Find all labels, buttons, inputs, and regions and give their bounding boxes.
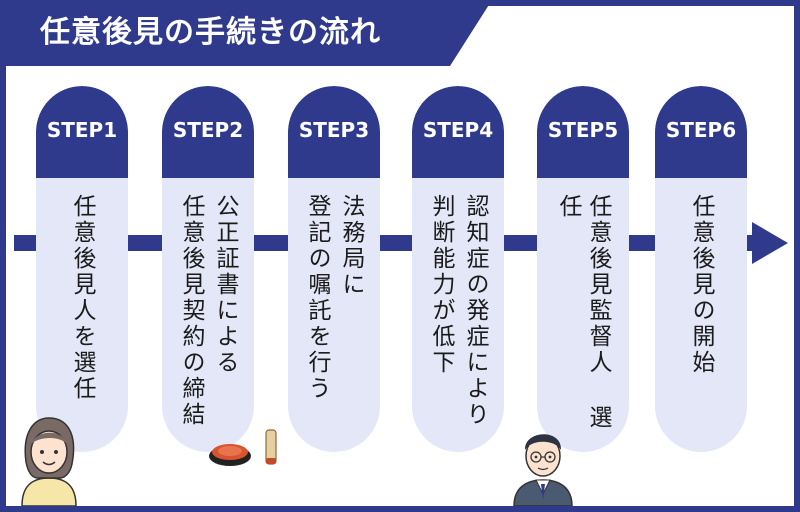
step-header: STEP3 <box>288 86 380 178</box>
step-text-line: 任意後見監督人 選任 <box>555 194 611 431</box>
step-header: STEP2 <box>162 86 254 178</box>
step-description: 法務局に 登記の嘱託を行う <box>288 194 380 444</box>
title-banner-shape <box>0 0 492 66</box>
step-card-3: STEP3 法務局に 登記の嘱託を行う <box>288 86 380 452</box>
step-text-line: 任意後見の開始 <box>688 194 714 376</box>
seal-and-inkpad-icon <box>209 429 277 466</box>
step-label: STEP3 <box>298 118 370 142</box>
title-bar: 任意後見の手続きの流れ <box>0 0 800 66</box>
step-label: STEP4 <box>422 118 494 142</box>
man-avatar-icon <box>513 434 573 506</box>
step-description: 任意後見監督人 選任 <box>537 194 629 444</box>
step-text-line: 任意後見契約の締結 <box>178 194 204 428</box>
step-text-line: 認知症の発症により <box>462 194 488 428</box>
step-header: STEP4 <box>412 86 504 178</box>
step-card-6: STEP6 任意後見の開始 <box>655 86 747 452</box>
step-label: STEP2 <box>172 118 244 142</box>
step-text-line: 任意後見人を選任 <box>69 194 95 402</box>
step-card-1: STEP1 任意後見人を選任 <box>36 86 128 452</box>
step-header: STEP5 <box>537 86 629 178</box>
woman-avatar-icon <box>21 417 77 506</box>
step-card-2: STEP2 公正証書による 任意後見契約の締結 <box>162 86 254 452</box>
step-card-4: STEP4 認知症の発症により 判断能力が低下 <box>412 86 504 452</box>
step-text-line: 公正証書による <box>212 194 238 376</box>
step-description: 任意後見の開始 <box>655 194 747 444</box>
step-header: STEP6 <box>655 86 747 178</box>
step-label: STEP6 <box>665 118 737 142</box>
step-text-line: 法務局に <box>338 194 364 298</box>
step-text-line: 登記の嘱託を行う <box>304 194 330 402</box>
step-description: 任意後見人を選任 <box>36 194 128 444</box>
step-card-5: STEP5 任意後見監督人 選任 <box>537 86 629 452</box>
step-header: STEP1 <box>36 86 128 178</box>
step-label: STEP5 <box>547 118 619 142</box>
step-description: 認知症の発症により 判断能力が低下 <box>412 194 504 444</box>
step-description: 公正証書による 任意後見契約の締結 <box>162 194 254 444</box>
page-title: 任意後見の手続きの流れ <box>40 15 381 50</box>
step-label: STEP1 <box>46 118 118 142</box>
flow-arrow-head-icon <box>752 222 788 264</box>
step-text-line: 判断能力が低下 <box>428 194 454 376</box>
